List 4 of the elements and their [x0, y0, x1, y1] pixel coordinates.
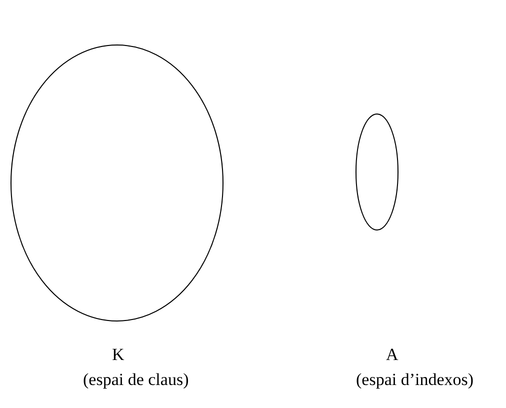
ellipse-label: (espai d’indexos) [356, 371, 474, 388]
ellipse-label: (espai de claus) [83, 371, 189, 388]
ellipse-label: K [112, 346, 124, 363]
ellipse-label: A [386, 346, 398, 363]
